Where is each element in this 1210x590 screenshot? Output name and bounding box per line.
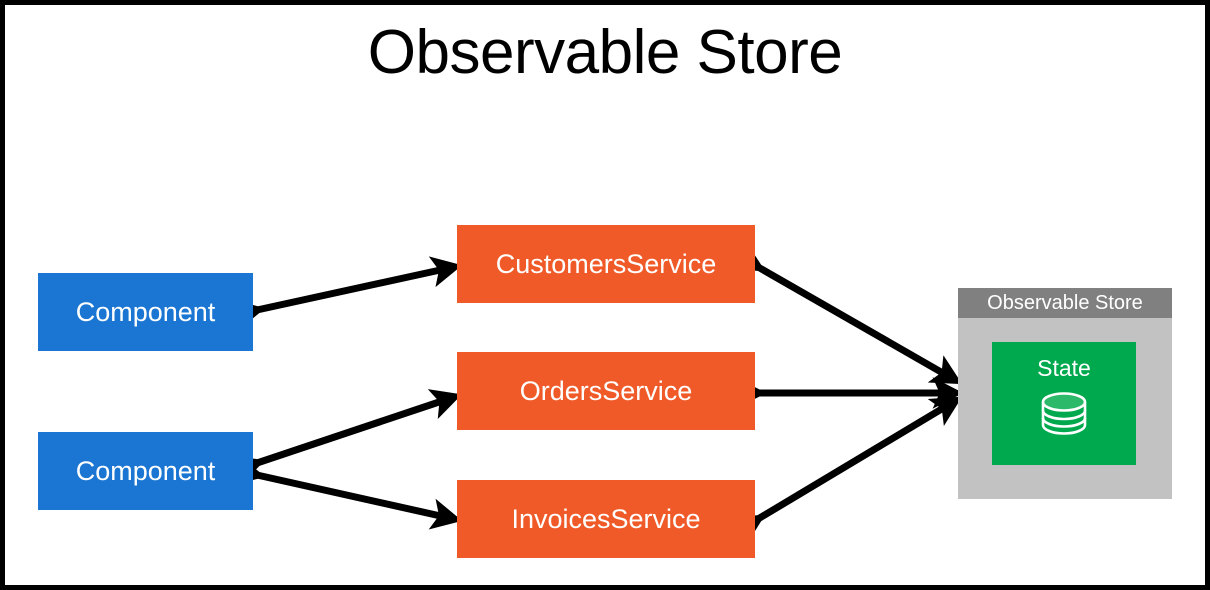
node-invoices-service[interactable]: InvoicesService (457, 480, 755, 558)
node-customers-service[interactable]: CustomersService (457, 225, 755, 303)
node-orders-service[interactable]: OrdersService (457, 352, 755, 430)
store-titlebar: Observable Store (958, 288, 1172, 318)
observable-store-panel[interactable]: Observable Store State (958, 288, 1172, 499)
state-label: State (1037, 355, 1091, 381)
node-component-top[interactable]: Component (38, 273, 253, 351)
connector-component-bottom-invoices (231, 454, 463, 530)
node-label: Component (75, 455, 216, 486)
connector-component-top-customers (231, 256, 463, 331)
connector-customers-store (730, 242, 963, 385)
node-component-bottom[interactable]: Component (38, 432, 253, 510)
connector-invoices-store (730, 396, 963, 545)
node-label: InvoicesService (511, 503, 701, 534)
node-label: OrdersService (519, 375, 693, 406)
state-box[interactable]: State (992, 342, 1136, 465)
database-icon (1038, 390, 1090, 443)
page-title: Observable Store (367, 18, 843, 87)
node-label: CustomersService (495, 248, 717, 279)
store-title-label: Observable Store (987, 291, 1143, 314)
node-label: Component (75, 296, 216, 327)
connector-component-bottom-orders (230, 389, 462, 486)
